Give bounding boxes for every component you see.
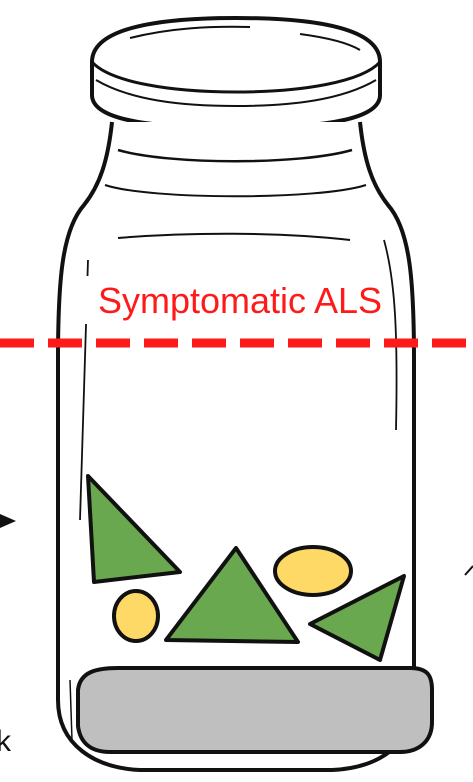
left-edge-char: k	[0, 725, 12, 758]
jar-lid	[92, 18, 380, 128]
threshold-label: Symptomatic ALS	[98, 280, 382, 321]
sediment-layer	[78, 668, 432, 752]
right-arrow-fragment	[465, 566, 473, 575]
ellipse-aggregate	[275, 547, 351, 595]
ellipse-aggregate	[114, 591, 158, 641]
left-arrowhead-fragment	[0, 514, 16, 528]
